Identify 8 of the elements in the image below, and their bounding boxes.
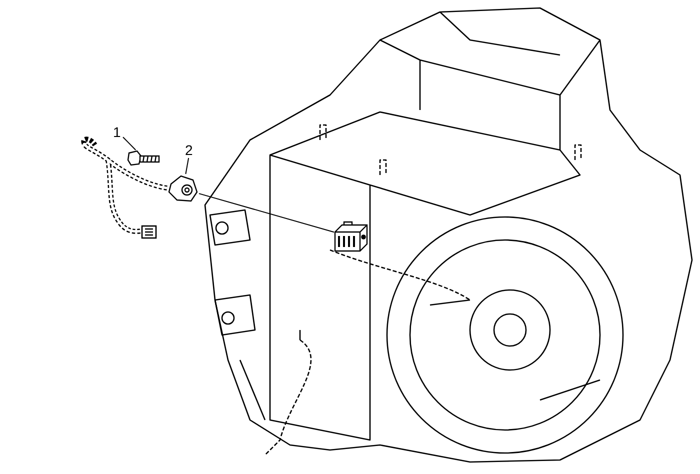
connector-drawing — [334, 222, 368, 252]
leader-line — [198, 193, 334, 233]
sensor-drawing — [167, 174, 199, 204]
callout-number: 2 — [185, 142, 193, 158]
bolt-drawing — [127, 150, 161, 167]
callout-number: 1 — [113, 124, 121, 140]
leader-line — [185, 158, 190, 174]
leader-line — [122, 136, 136, 150]
